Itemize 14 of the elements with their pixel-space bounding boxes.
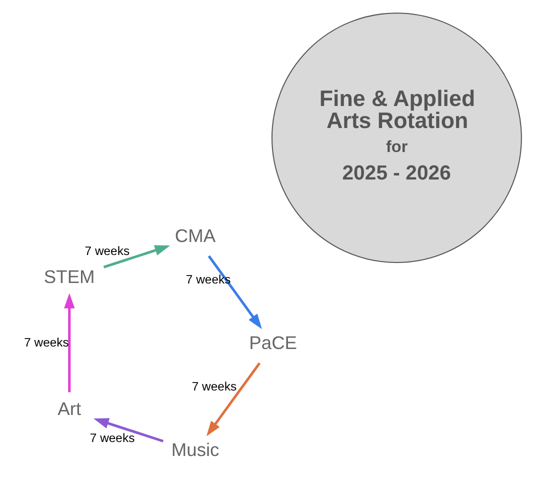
node-text: CMA <box>174 224 216 246</box>
edge-label: 7 weeks <box>89 430 134 444</box>
arrow <box>92 418 164 442</box>
node-circle: Fine & Applied Arts Rotation for 2025 - 2026 <box>270 12 522 263</box>
edge-label: 7 weeks <box>191 379 236 394</box>
node-text: PaCE <box>248 331 297 352</box>
node-text: Music <box>170 438 219 460</box>
node-text: STEM <box>43 265 94 286</box>
arrow <box>102 244 170 268</box>
arrow <box>206 362 260 436</box>
node-text: Art <box>57 398 81 419</box>
arrow <box>207 254 262 329</box>
edge-label: 7 weeks <box>84 244 130 258</box>
arrow <box>64 292 74 392</box>
